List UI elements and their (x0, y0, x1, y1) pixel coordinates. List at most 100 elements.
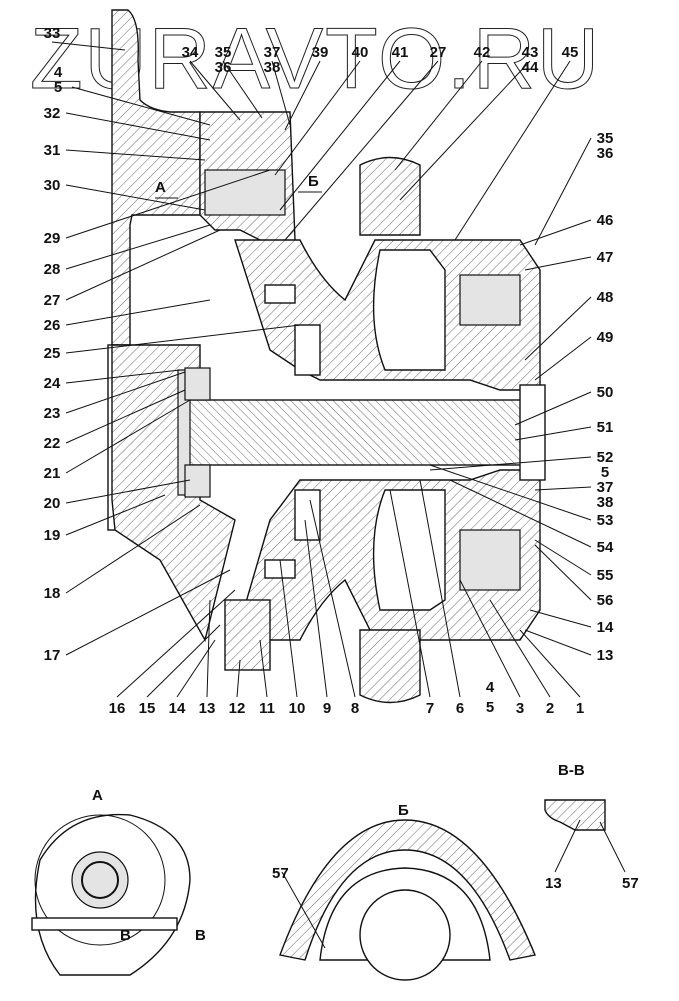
part-label-38: 38 (597, 494, 614, 511)
leader-line (304, 519, 328, 698)
part-label-16: 16 (109, 700, 126, 717)
leader-line (65, 169, 271, 239)
part-label-44: 44 (522, 59, 539, 76)
leader-line (524, 256, 592, 271)
leader-line (271, 60, 291, 126)
leader-line (534, 336, 592, 381)
input-shaft (204, 169, 286, 216)
leader-lines (51, 41, 592, 698)
base-flange (111, 344, 236, 642)
leader-line (274, 60, 361, 176)
part-label-15: 15 (139, 700, 156, 717)
leader-line (524, 629, 592, 656)
part-label-6: 6 (456, 700, 464, 717)
part-label-39: 39 (312, 44, 329, 61)
main-shaft (184, 399, 526, 466)
leader-line (534, 137, 592, 246)
leader-line (65, 569, 231, 656)
leader-line (429, 464, 592, 521)
end-cover (519, 384, 546, 481)
part-label-36: 36 (597, 145, 614, 162)
leader-line (65, 389, 186, 444)
view-b-label-57: 57 (272, 865, 289, 882)
part-label-38: 38 (264, 59, 281, 76)
view-b-title: Б (398, 802, 409, 819)
leader-line (534, 544, 592, 601)
leader-line (459, 579, 521, 698)
part-label-35: 35 (215, 44, 232, 61)
bearing-lower (294, 489, 321, 541)
leader-line (534, 539, 592, 576)
frame-bracket (111, 9, 201, 346)
part-label-18: 18 (44, 585, 61, 602)
leader-line (65, 224, 211, 270)
section-view-bb: В-В 13 57 (544, 762, 639, 892)
part-label-53: 53 (597, 512, 614, 529)
housing-inner (372, 249, 446, 371)
planet-gear-lower (459, 529, 521, 591)
part-label-27: 27 (430, 44, 447, 61)
leader-line (519, 219, 592, 246)
leader-line (389, 489, 431, 698)
part-label-27: 27 (44, 292, 61, 309)
leader-line (394, 60, 483, 171)
leader-line (51, 41, 126, 51)
detail-view-a: А В В (31, 787, 206, 976)
part-label-23: 23 (44, 405, 61, 422)
part-label-13: 13 (597, 647, 614, 664)
part-label-3: 3 (516, 700, 524, 717)
view-mark-b: Б (308, 173, 319, 190)
part-label-37: 37 (264, 44, 281, 61)
part-label-22: 22 (44, 435, 61, 452)
part-label-5: 5 (54, 79, 62, 96)
part-label-50: 50 (597, 384, 614, 401)
part-label-30: 30 (44, 177, 61, 194)
leader-line (65, 504, 201, 594)
planet-gear-upper (459, 274, 521, 326)
section-bb-title: В-В (558, 762, 585, 779)
part-label-12: 12 (229, 700, 246, 717)
leader-line (399, 60, 531, 201)
part-label-4: 4 (486, 679, 495, 696)
part-label-24: 24 (44, 375, 61, 392)
leader-line (309, 499, 356, 698)
leader-line (236, 659, 241, 698)
leader-line (279, 60, 401, 211)
leader-line (279, 559, 298, 698)
part-label-40: 40 (352, 44, 369, 61)
leader-line (284, 60, 321, 131)
part-label-52: 52 (597, 449, 614, 466)
part-label-11: 11 (259, 700, 275, 717)
part-label-25: 25 (44, 345, 61, 362)
leader-line (514, 426, 592, 441)
leader-line (65, 229, 221, 301)
part-label-45: 45 (562, 44, 579, 61)
part-label-13: 13 (199, 700, 216, 717)
leader-line (65, 324, 301, 354)
leader-line (489, 599, 551, 698)
part-label-37: 37 (597, 479, 614, 496)
leader-line (65, 399, 191, 474)
bearing-upper (294, 324, 321, 376)
leader-line (65, 494, 166, 536)
part-label-43: 43 (522, 44, 539, 61)
part-label-54: 54 (597, 539, 614, 556)
bearing-left-lower (184, 464, 211, 498)
part-label-5: 5 (486, 699, 494, 716)
part-label-35: 35 (597, 130, 614, 147)
part-label-32: 32 (44, 105, 61, 122)
leader-line (65, 149, 206, 161)
view-a-title: А (92, 787, 103, 804)
leader-line (71, 86, 211, 126)
part-label-20: 20 (44, 495, 61, 512)
part-label-21: 21 (44, 465, 61, 482)
gear-lower-housing (224, 599, 271, 671)
part-label-5: 5 (601, 464, 609, 481)
part-label-34: 34 (182, 44, 199, 61)
leader-line (524, 296, 592, 361)
view-mark-a: А (155, 179, 166, 196)
part-label-19: 19 (44, 527, 61, 544)
section-mark-b-right: В (195, 927, 206, 944)
leader-line (65, 371, 186, 414)
